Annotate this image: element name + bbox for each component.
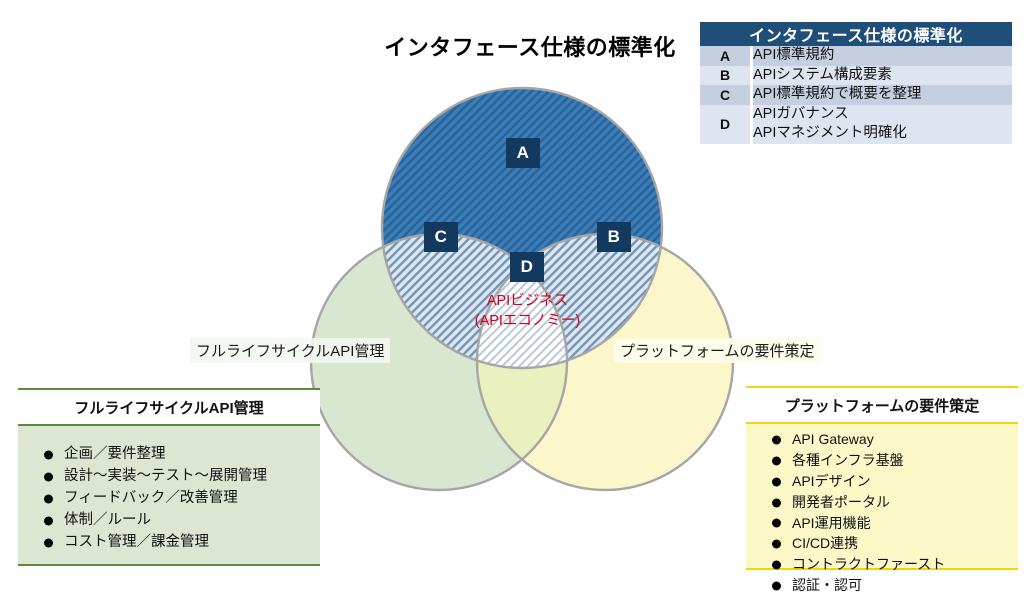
list-item-label: 認証・認可 — [792, 577, 862, 594]
slide-canvas: インタフェース仕様の標準化 — [18, 22, 1018, 593]
list-item-label: フィードバック／改善管理 — [64, 490, 238, 507]
list-item-label: API Gateway — [792, 431, 874, 447]
list-item: 認証・認可 — [772, 576, 1018, 596]
list-item: 体制／ルール — [44, 510, 320, 531]
list-item: 各種インフラ基盤 — [772, 451, 1018, 471]
venn-label-left: フルライフサイクルAPI管理 — [190, 338, 391, 363]
list-item: APIデザイン — [772, 472, 1018, 492]
list-item: コスト管理／課金管理 — [44, 532, 320, 553]
legend-value-b: APIシステム構成要素 — [750, 65, 1012, 86]
list-item: API運用機能 — [772, 514, 1018, 534]
page-title: インタフェース仕様の標準化 — [384, 35, 676, 60]
legend-value-a-line-1: API標準規約 — [753, 47, 835, 63]
venn-center-line-1: APIビジネス — [486, 293, 569, 309]
legend-key-a: A — [719, 47, 731, 64]
venn-svg — [309, 86, 735, 492]
bullet-icon — [44, 450, 53, 459]
legend-key-c: C — [719, 86, 731, 103]
venn-label-right: プラットフォームの要件策定 — [614, 338, 821, 363]
list-item-label: コントラクトファースト — [792, 556, 946, 573]
list-item-label: コスト管理／課金管理 — [64, 534, 209, 551]
legend-key-b: B — [719, 67, 731, 84]
list-item: フィードバック／改善管理 — [44, 488, 320, 509]
list-item-label: API運用機能 — [792, 514, 871, 531]
legend-value-d-line-1: APIガバナンス — [753, 105, 849, 122]
info-box-platform-list: API Gateway 各種インフラ基盤 APIデザイン 開発者ポータル API… — [746, 424, 1018, 609]
info-box-lifecycle: フルライフサイクルAPI管理 企画／要件整理 設計〜実装〜テスト〜展開管理 フィ… — [18, 388, 320, 566]
list-item-label: CI/CD連携 — [792, 535, 859, 552]
info-box-lifecycle-list: 企画／要件整理 設計〜実装〜テスト〜展開管理 フィードバック／改善管理 体制／ル… — [18, 426, 320, 566]
legend-value-d-line-2: APIマネジメント明確化 — [753, 125, 907, 142]
list-item-label: 各種インフラ基盤 — [792, 451, 904, 468]
venn-marker-c: C — [424, 222, 458, 252]
venn-center-line-2: (APIエコノミー) — [474, 312, 581, 329]
bullet-icon — [44, 538, 53, 548]
legend-value-b-line-1: APIシステム構成要素 — [753, 66, 892, 83]
list-item-label: 企画／要件整理 — [64, 446, 166, 462]
list-item: 設計〜実装〜テスト〜展開管理 — [44, 466, 320, 487]
list-item: API Gateway — [772, 430, 1018, 450]
bullet-icon — [772, 435, 781, 445]
info-box-platform-title: プラットフォームの要件策定 — [746, 388, 1018, 424]
table-row: B APIシステム構成要素 — [700, 65, 1012, 86]
bullet-icon — [772, 518, 781, 528]
bullet-icon — [772, 477, 781, 487]
list-item: コントラクトファースト — [772, 555, 1018, 575]
legend-header: インタフェース仕様の標準化 — [700, 22, 1012, 46]
list-item: CI/CD連携 — [772, 534, 1018, 554]
bullet-icon — [772, 539, 781, 549]
list-item-label: 設計〜実装〜テスト〜展開管理 — [64, 468, 267, 485]
legend-key-d: D — [719, 116, 731, 133]
bullet-icon — [44, 472, 53, 482]
legend-value-a: API標準規約 — [750, 46, 1012, 66]
venn-marker-a: A — [506, 138, 540, 168]
bullet-icon — [44, 516, 53, 526]
venn-overlap-center — [477, 234, 567, 368]
table-row: A API標準規約 — [700, 46, 1012, 66]
list-item-label: 開発者ポータル — [792, 493, 890, 510]
venn-marker-b: B — [597, 222, 631, 252]
list-item: 開発者ポータル — [772, 493, 1018, 513]
venn-marker-d: D — [510, 252, 544, 282]
list-item-label: 体制／ルール — [64, 512, 151, 529]
list-item-label: APIデザイン — [792, 472, 871, 489]
legend-value-c-line-1: API標準規約で概要を整理 — [753, 86, 922, 103]
venn-diagram — [296, 62, 748, 494]
table-row: C API標準規約で概要を整理 — [700, 85, 1012, 105]
legend-header-row: インタフェース仕様の標準化 — [700, 22, 1012, 46]
bullet-icon — [772, 581, 781, 591]
info-box-lifecycle-title: フルライフサイクルAPI管理 — [18, 390, 320, 426]
legend-table: インタフェース仕様の標準化 A API標準規約 B APIシステム構成要素 C … — [700, 22, 1012, 144]
bullet-icon — [44, 494, 53, 504]
bullet-icon — [772, 456, 781, 466]
legend-value-c: API標準規約で概要を整理 — [750, 85, 1012, 105]
venn-outline-top — [380, 86, 664, 370]
list-item: 企画／要件整理 — [44, 444, 320, 465]
venn-center-text: APIビジネス (APIエコノミー) — [440, 292, 615, 331]
info-box-platform: プラットフォームの要件策定 API Gateway 各種インフラ基盤 APIデザ… — [746, 386, 1018, 593]
bullet-icon — [772, 560, 781, 570]
table-row: D APIガバナンス APIマネジメント明確化 — [700, 104, 1012, 144]
legend-value-d: APIガバナンス APIマネジメント明確化 — [750, 104, 1012, 144]
bullet-icon — [772, 498, 781, 508]
